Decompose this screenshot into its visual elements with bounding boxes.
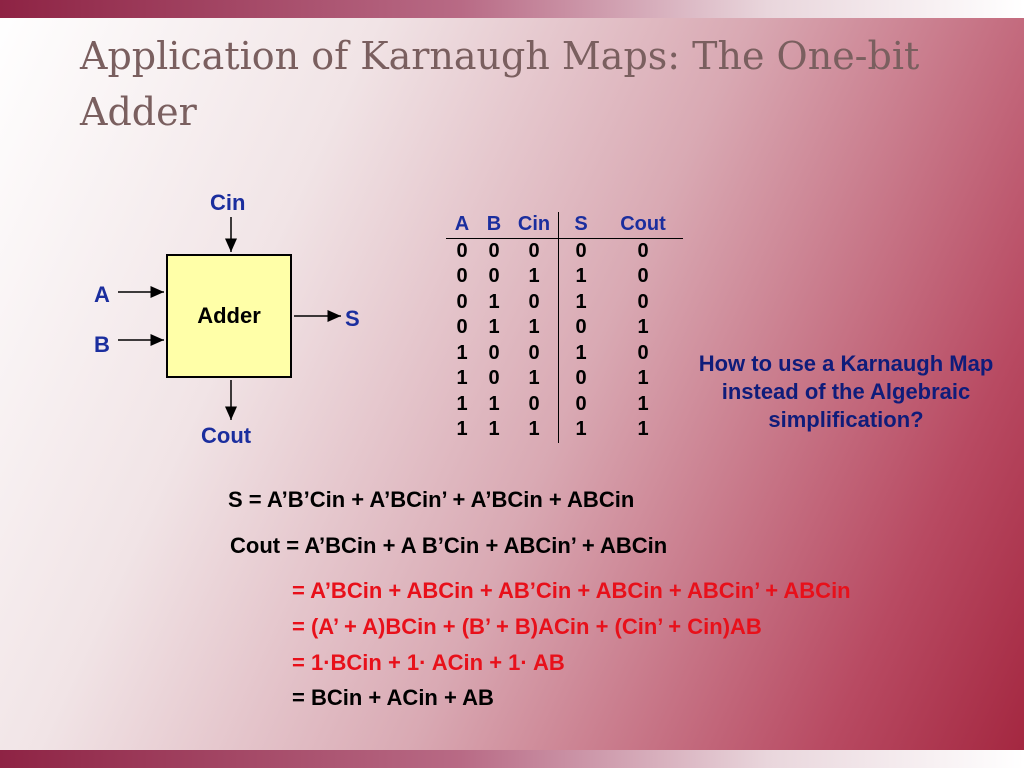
cell-s: 0 <box>558 391 603 417</box>
table-row: 1 0 1 0 1 <box>446 366 683 392</box>
simplification-step-2: = (A’ + A)BCin + (B’ + B)ACin + (Cin’ + … <box>292 614 762 639</box>
header-a: A <box>454 213 470 235</box>
cell-cin: 0 <box>528 290 540 313</box>
header-b: B <box>486 213 502 235</box>
cell-a: 0 <box>456 239 468 262</box>
cell-b: 0 <box>488 341 500 364</box>
cell-cin: 1 <box>528 367 540 389</box>
cell-b: 1 <box>488 418 500 440</box>
cell-cin: 1 <box>528 265 540 287</box>
cell-s: 0 <box>558 238 603 264</box>
cell-cout: 0 <box>637 239 649 262</box>
cell-a: 0 <box>456 290 468 313</box>
table-row: 1 1 1 1 1 <box>446 417 683 443</box>
cell-a: 1 <box>456 367 468 389</box>
cell-s: 1 <box>558 289 603 315</box>
cell-s: 0 <box>558 366 603 392</box>
table-row: 0 0 1 1 0 <box>446 264 683 290</box>
header-cin: Cin <box>517 213 551 235</box>
header-s: S <box>558 212 603 238</box>
cin-label: Cin <box>210 190 246 215</box>
cell-a: 1 <box>456 418 468 440</box>
bottom-band <box>0 750 1024 768</box>
s-label: S <box>345 306 360 331</box>
cell-cout: 0 <box>637 341 649 364</box>
table-row: 0 0 0 0 0 <box>446 238 683 264</box>
cell-a: 1 <box>456 341 468 364</box>
slide-title: Application of Karnaugh Maps: The One-bi… <box>80 34 920 134</box>
cell-cin: 0 <box>528 239 540 262</box>
cell-b: 0 <box>488 239 500 262</box>
cell-b: 1 <box>488 392 500 415</box>
cell-s: 1 <box>558 340 603 366</box>
cell-b: 1 <box>488 290 500 313</box>
cell-b: 0 <box>488 265 500 287</box>
header-cout: Cout <box>620 213 666 235</box>
adder-box: Adder <box>166 254 292 378</box>
simplification-step-1: = A’BCin + ABCin + AB’Cin + ABCin + ABCi… <box>292 578 851 603</box>
cell-cin: 0 <box>528 341 540 364</box>
cell-a: 0 <box>456 316 468 338</box>
cell-cout: 0 <box>637 265 649 287</box>
s-equation: S = A’B’Cin + A’BCin’ + A’BCin + ABCin <box>228 487 635 512</box>
cell-cout: 0 <box>637 290 649 313</box>
table-row: 1 0 0 1 0 <box>446 340 683 366</box>
truth-table: A B Cin S Cout 0 0 0 0 0 0 0 1 1 0 0 1 0… <box>446 212 683 443</box>
top-band <box>0 0 1024 18</box>
cout-label: Cout <box>201 423 252 448</box>
truth-table-header: A B Cin S Cout <box>446 212 683 238</box>
simplification-step-3: = 1·BCin + 1· ACin + 1· AB <box>292 650 565 675</box>
karnaugh-question: How to use a Karnaugh Map instead of the… <box>698 351 994 432</box>
cell-cout: 1 <box>637 316 649 338</box>
cout-equation: Cout = A’BCin + A B’Cin + ABCin’ + ABCin <box>230 533 668 558</box>
cell-cin: 0 <box>528 392 540 415</box>
cell-s: 1 <box>558 264 603 290</box>
a-label: A <box>94 282 110 307</box>
cell-a: 0 <box>456 265 468 287</box>
cell-cin: 1 <box>528 418 540 440</box>
cell-b: 0 <box>488 367 500 389</box>
table-row: 0 1 0 1 0 <box>446 289 683 315</box>
b-label: B <box>94 332 110 357</box>
cell-cout: 1 <box>637 392 649 415</box>
cell-cout: 1 <box>637 418 649 440</box>
table-row: 0 1 1 0 1 <box>446 315 683 341</box>
cell-b: 1 <box>488 316 500 338</box>
cell-cout: 1 <box>637 367 649 389</box>
cell-a: 1 <box>456 392 468 415</box>
simplification-result: = BCin + ACin + AB <box>292 685 494 710</box>
cell-cin: 1 <box>528 316 540 338</box>
cell-s: 0 <box>558 315 603 341</box>
cell-s: 1 <box>558 417 603 443</box>
table-row: 1 1 0 0 1 <box>446 391 683 417</box>
